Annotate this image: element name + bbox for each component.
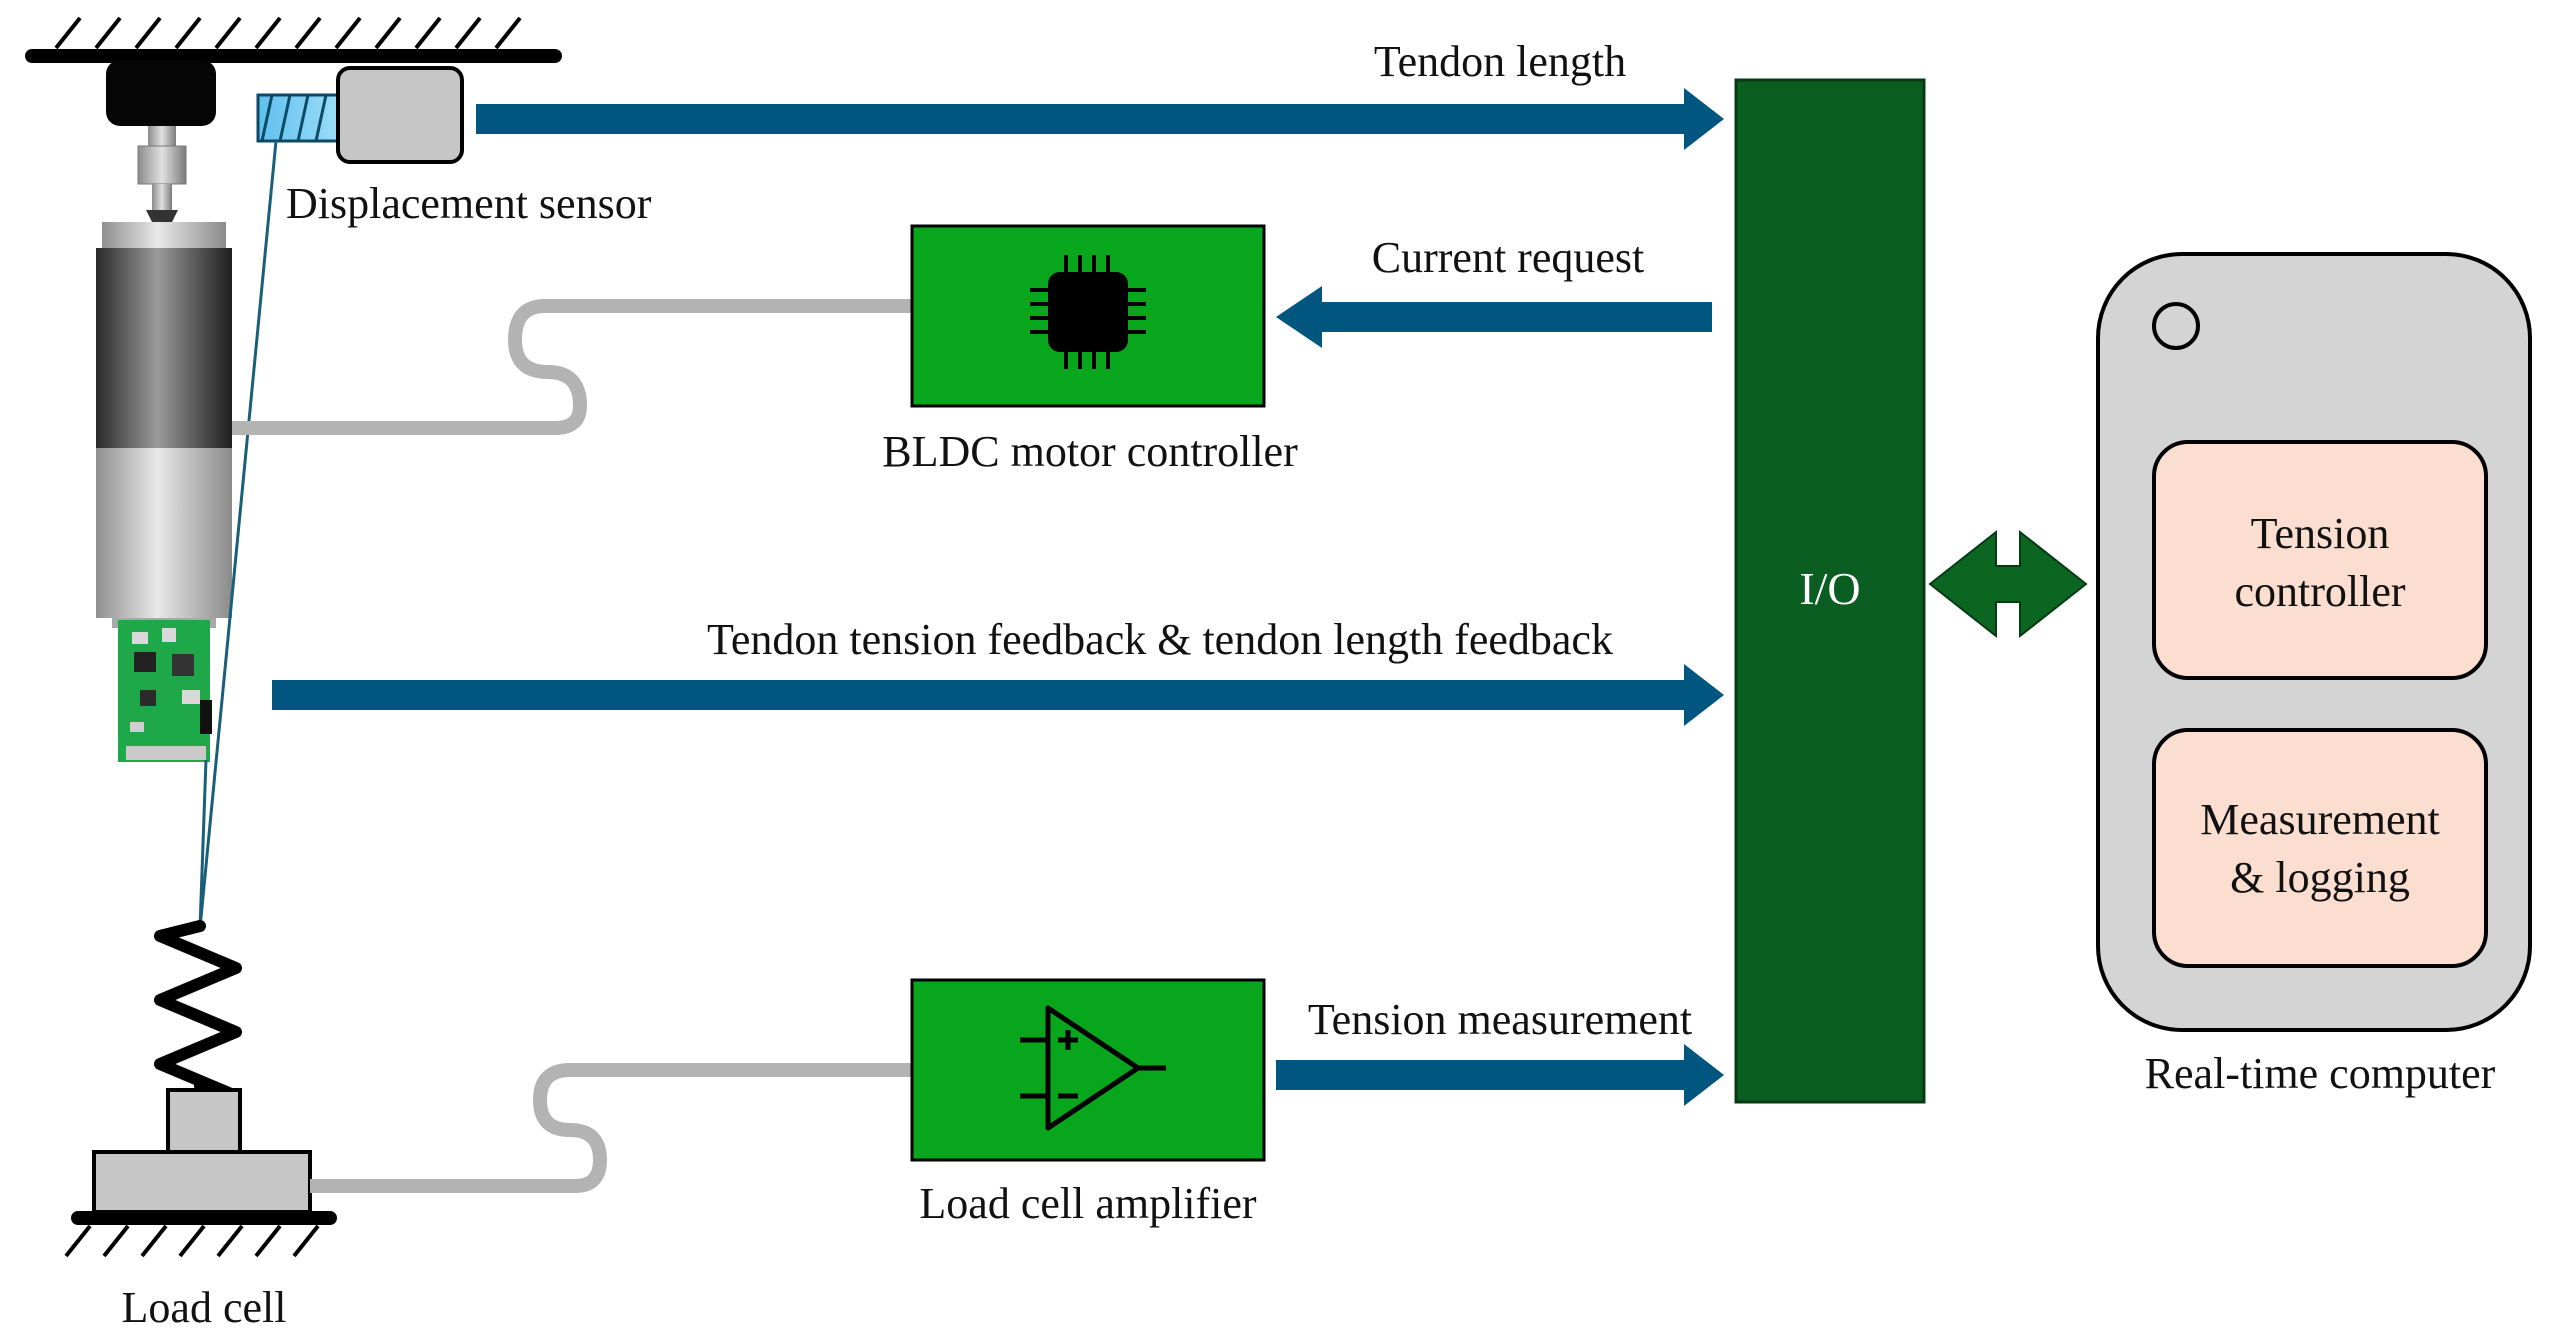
measurement-label-line1: Measurement [2200, 795, 2439, 844]
feedback-arrow [272, 664, 1724, 726]
feedback-label: Tendon tension feedback & tendon length … [707, 615, 1613, 664]
tension-measurement-arrow [1276, 1044, 1724, 1106]
ceiling-mount [25, 16, 562, 126]
displacement-sensor [256, 66, 464, 164]
real-time-computer-label: Real-time computer [2145, 1049, 2496, 1098]
bldc-motor [96, 126, 232, 628]
tension-controller-label-line2: controller [2234, 567, 2405, 616]
spring [154, 920, 242, 1102]
tension-controller-label-line1: Tension [2251, 509, 2390, 558]
chip-icon [1030, 255, 1146, 369]
tendon [198, 140, 278, 929]
tendon-length-label: Tendon length [1374, 37, 1626, 86]
real-time-computer [2096, 252, 2532, 1032]
load-cell [64, 1088, 337, 1258]
displacement-sensor-label: Displacement sensor [286, 179, 652, 228]
current-request-label: Current request [1372, 233, 1644, 282]
io-label: I/O [1799, 563, 1860, 614]
tendon-length-arrow [476, 88, 1724, 150]
power-indicator [2152, 302, 2200, 350]
encoder-board [118, 620, 212, 762]
load-cell-amplifier-label: Load cell amplifier [919, 1179, 1257, 1228]
bidirectional-arrow [1928, 529, 2088, 639]
tension-controller-module [2152, 440, 2488, 680]
current-request-arrow [1276, 286, 1712, 348]
bldc-controller-label: BLDC motor controller [882, 427, 1298, 476]
measurement-logging-module [2152, 728, 2488, 968]
io-block [1734, 78, 1926, 1104]
motor-cable [232, 299, 912, 435]
load-cell-amplifier-board [910, 978, 1266, 1162]
bldc-controller-board [910, 224, 1266, 408]
load-cell-cable [310, 1063, 912, 1193]
tension-measurement-label: Tension measurement [1308, 995, 1692, 1044]
op-amp-icon [1020, 1005, 1166, 1131]
load-cell-label: Load cell [122, 1283, 287, 1332]
measurement-label-line2: & logging [2230, 853, 2410, 902]
